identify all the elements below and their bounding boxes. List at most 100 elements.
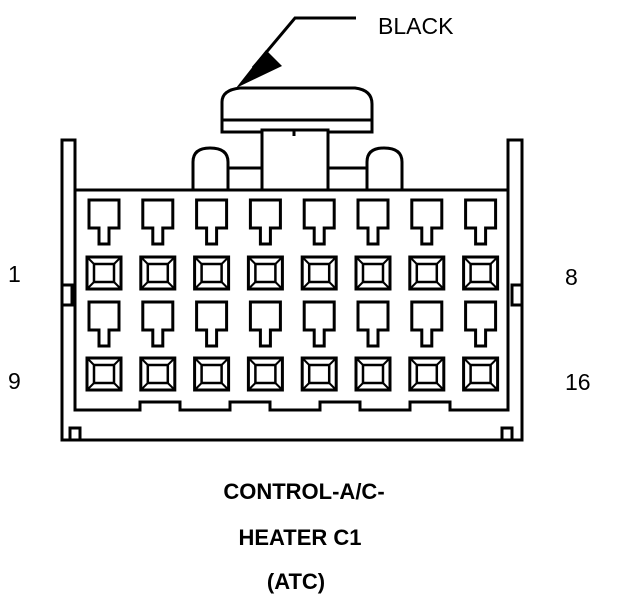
terminal-bevel <box>355 382 364 391</box>
terminal-bevel <box>301 256 310 265</box>
terminal-bevel <box>328 357 337 366</box>
cavity-key-slot <box>356 198 390 246</box>
terminal-bevel <box>328 256 337 265</box>
terminal-bevel <box>355 357 364 366</box>
terminal-inner <box>92 262 116 284</box>
pin-label-9: 9 <box>8 368 21 394</box>
connector-latch <box>220 86 374 192</box>
terminal-bevel <box>355 281 364 290</box>
terminal-bevel <box>462 256 472 265</box>
terminal-bevel <box>382 256 391 265</box>
terminal-cavity-4 <box>246 198 284 291</box>
terminal-bevel <box>436 382 445 391</box>
terminal-cavity-15 <box>408 300 446 392</box>
cavity-key-slot <box>248 300 282 348</box>
terminal-inner <box>307 262 331 284</box>
terminal-inner <box>200 262 223 284</box>
latch-tabs <box>191 146 404 190</box>
wire-color-label: BLACK <box>378 13 454 39</box>
terminal-bevel <box>382 281 391 290</box>
terminal-bevel <box>382 382 391 391</box>
terminal-bevel <box>355 256 364 265</box>
terminal-bevel <box>489 382 499 391</box>
terminal-inner <box>361 262 385 284</box>
terminal-bevel <box>409 281 418 290</box>
terminal-bevel <box>167 382 176 391</box>
terminal-bevel <box>409 357 418 366</box>
connector-title-line-3: (ATC) <box>267 569 325 594</box>
terminal-inner <box>254 363 277 385</box>
terminal-inner <box>469 363 492 385</box>
cavity-key-slot <box>141 198 175 246</box>
terminal-bevel <box>436 256 445 265</box>
pin-label-16: 16 <box>565 369 591 395</box>
terminal-bevel <box>220 382 230 391</box>
connector-title-line-2: HEATER C1 <box>238 525 361 550</box>
cavity-key-slot <box>356 300 390 348</box>
terminal-cavity-14 <box>354 300 392 392</box>
connector-housing <box>60 138 524 442</box>
terminal-bevel <box>220 256 230 265</box>
terminal-inner <box>146 363 170 385</box>
terminal-bevel <box>113 382 122 391</box>
cavity-key-slot <box>410 198 444 246</box>
terminal-bevel <box>274 256 284 265</box>
terminal-cavity-3 <box>193 198 231 291</box>
terminal-bevel <box>409 256 418 265</box>
terminal-bevel <box>247 256 257 265</box>
cavity-key-slot <box>302 198 336 246</box>
cavity-key-slot <box>195 300 229 348</box>
terminal-bevel <box>167 281 176 290</box>
cavity-key-slot <box>87 300 121 348</box>
terminal-cavity-8 <box>462 198 500 291</box>
terminal-bevel <box>140 281 149 290</box>
terminal-bevel <box>140 357 149 366</box>
cavity-key-slot <box>248 198 282 246</box>
terminal-bevel <box>167 357 176 366</box>
terminal-bevel <box>220 281 230 290</box>
terminal-bevel <box>86 281 95 290</box>
terminal-cavity-13 <box>300 300 338 392</box>
terminal-bevel <box>409 382 418 391</box>
terminal-cavity-11 <box>193 300 231 392</box>
terminal-bevel <box>247 382 257 391</box>
terminal-bevel <box>220 357 230 366</box>
terminal-bevel <box>328 281 337 290</box>
terminal-bevel <box>113 357 122 366</box>
connector-title-line-1: CONTROL-A/C- <box>223 479 384 504</box>
cavity-key-slot <box>464 198 498 246</box>
terminal-bevel <box>489 256 499 265</box>
terminal-inner <box>361 363 385 385</box>
terminal-bevel <box>489 281 499 290</box>
terminal-bevel <box>436 281 445 290</box>
terminal-bevel <box>274 357 284 366</box>
terminal-bevel <box>301 281 310 290</box>
terminal-bevel <box>489 357 499 366</box>
leader-arrowhead <box>236 50 282 88</box>
terminal-cavity-5 <box>300 198 338 291</box>
terminal-bevel <box>86 256 95 265</box>
terminal-cavities <box>85 198 500 392</box>
terminal-bevel <box>247 281 257 290</box>
terminal-bevel <box>436 357 445 366</box>
terminal-inner <box>415 363 439 385</box>
terminal-bevel <box>167 256 176 265</box>
terminal-cavity-2 <box>139 198 177 291</box>
terminal-bevel <box>140 382 149 391</box>
terminal-bevel <box>193 281 203 290</box>
terminal-bevel <box>113 281 122 290</box>
terminal-bevel <box>274 281 284 290</box>
terminal-inner <box>92 363 116 385</box>
cavity-key-slot <box>141 300 175 348</box>
terminal-cavity-10 <box>139 300 177 392</box>
terminal-bevel <box>193 382 203 391</box>
cavity-key-slot <box>464 300 498 348</box>
terminal-bevel <box>462 357 472 366</box>
cavity-key-slot <box>302 300 336 348</box>
terminal-cavity-6 <box>354 198 392 291</box>
terminal-inner <box>146 262 170 284</box>
terminal-bevel <box>462 382 472 391</box>
pin-label-1: 1 <box>8 261 21 287</box>
terminal-cavity-9 <box>85 300 123 392</box>
